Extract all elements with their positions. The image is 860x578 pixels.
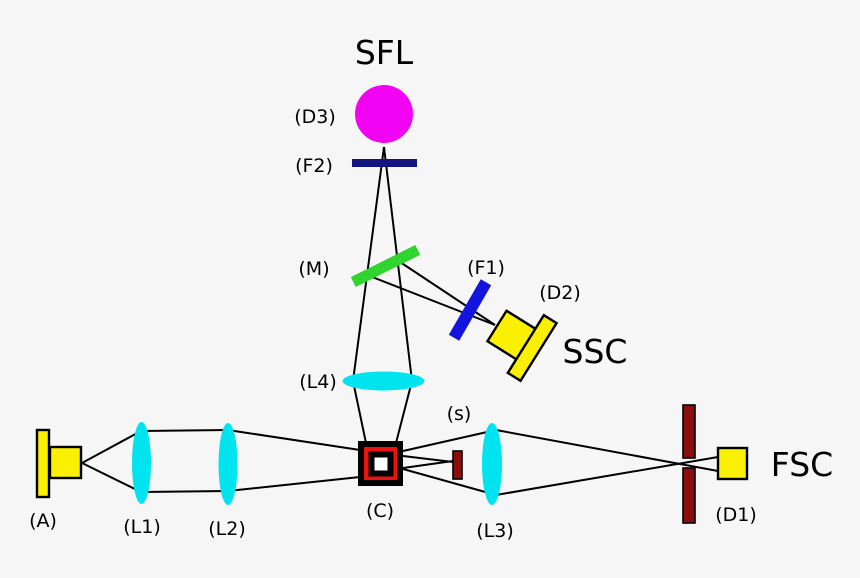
label-d2: (D2) (539, 282, 581, 304)
label-l4: (L4) (299, 371, 337, 393)
flow-cell-c-core (368, 451, 394, 477)
ray-c-to-l3-top (402, 429, 497, 452)
channel-label-sfl: SFL (355, 33, 414, 72)
label-m: (M) (298, 258, 329, 280)
label-f2: (F2) (295, 155, 333, 177)
mirror-m-group (350, 245, 421, 287)
label-l3: (L3) (476, 520, 514, 542)
detector-d1-body (716, 446, 749, 481)
filter-f1-bar (448, 279, 492, 341)
ray-a-to-l1-top (81, 430, 142, 464)
light-rays (81, 146, 719, 496)
channel-label-fsc: FSC (771, 445, 833, 484)
obscuration-bar-top (682, 404, 696, 459)
ray-c-to-s-upper (402, 455, 454, 463)
ray-l2-to-c-top (227, 429, 361, 451)
source-a-body (48, 445, 83, 480)
ray-l2-to-c-bottom (227, 476, 361, 492)
label-l1: (L1) (123, 516, 161, 538)
flow-cell-c-group (358, 441, 403, 486)
filter-f2-bar (352, 159, 417, 167)
ray-l1-to-l2-top (140, 429, 229, 432)
detector-d2-flange (506, 313, 559, 383)
ray-a-to-l1-bottom (81, 462, 142, 493)
source-a-group (35, 428, 83, 499)
label-c: (C) (366, 500, 394, 522)
ray-l1-to-l2-bottom (140, 490, 229, 493)
lens-l2 (218, 423, 238, 505)
ray-c-to-l3-bottom (402, 468, 497, 496)
ray-d3-to-l4-left (352, 146, 385, 382)
label-d3: (D3) (294, 106, 336, 128)
label-f1: (F1) (467, 257, 505, 279)
beam-stop-s-bar (452, 450, 463, 480)
lens-l1 (132, 422, 151, 504)
ray-l4-to-c-right (395, 380, 413, 444)
detector-d2-group (485, 309, 559, 383)
label-l2: (L2) (208, 518, 246, 540)
source-a-flange (35, 428, 51, 499)
ray-c-to-s-lower (402, 460, 454, 469)
lens-l4 (342, 371, 425, 391)
label-s: (s) (447, 403, 472, 425)
ray-l3-to-d1-lower (495, 456, 719, 496)
ray-l4-to-c-left (352, 380, 367, 444)
channel-label-ssc: SSC (563, 332, 628, 371)
ray-mirror-to-d2-lower (366, 274, 496, 326)
detector-d3-circle (355, 85, 413, 143)
mirror-m-bar (350, 245, 421, 287)
lens-l3 (482, 423, 502, 505)
label-a: (A) (29, 510, 57, 532)
filter-f1-group (448, 279, 492, 341)
obscuration-bar-group (682, 404, 696, 524)
ray-mirror-to-d2-upper (396, 259, 496, 326)
obscuration-bar-bottom (682, 467, 696, 524)
label-d1: (D1) (715, 504, 757, 526)
